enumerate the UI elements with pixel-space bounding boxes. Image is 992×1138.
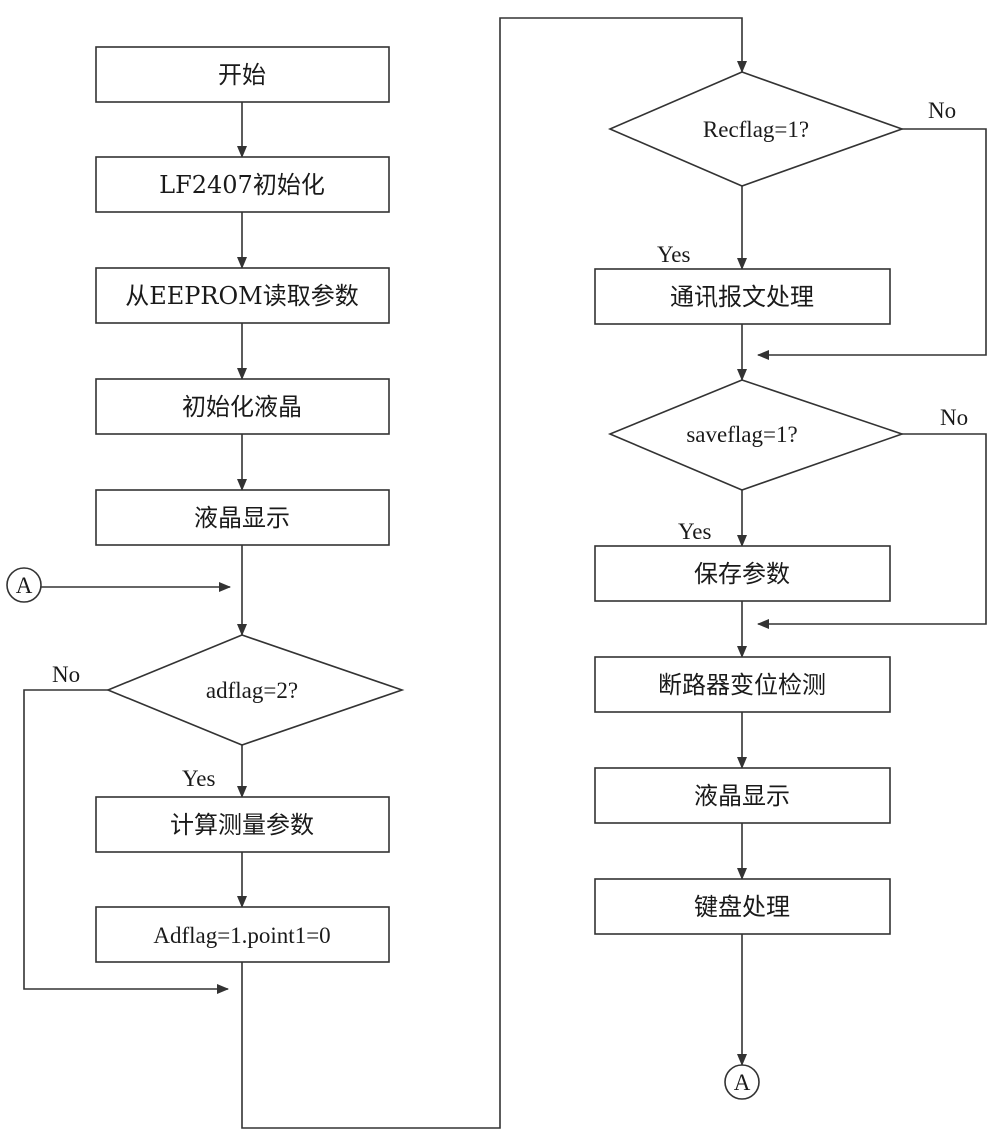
node-init-lf2407: LF2407初始化 [95,156,390,213]
node-save-params-label: 保存参数 [694,560,790,588]
node-lcd-display-2: 液晶显示 [594,767,891,824]
decision-adflag-label: adflag=2? [206,678,298,703]
node-reset-flags: Adflag=1.point1=0 [95,906,390,963]
node-comm-process-label: 通讯报文处理 [670,283,814,311]
arrow-adflag-no [23,689,229,994]
node-init-lf2407-label: LF2407初始化 [159,171,325,199]
recflag-no-label: No [928,98,956,123]
node-init-lcd-label: 初始化液晶 [182,393,302,421]
recflag-yes-label: Yes [657,242,691,267]
node-read-eeprom: 从EEPROM读取参数 [95,267,390,324]
connector-a-in: A [6,567,42,603]
node-calc-params: 计算测量参数 [95,796,390,853]
arrow-saveflag-no [757,433,987,629]
node-comm-process: 通讯报文处理 [594,268,891,325]
decision-saveflag: saveflag=1? [607,379,905,491]
node-init-lcd: 初始化液晶 [95,378,390,435]
node-keyboard-process: 键盘处理 [594,878,891,935]
decision-recflag-label: Recflag=1? [703,117,809,142]
decision-adflag: adflag=2? [105,634,405,746]
node-calc-params-label: 计算测量参数 [170,811,314,839]
node-read-eeprom-label: 从EEPROM读取参数 [125,282,359,310]
connector-a-out-label: A [734,1070,751,1095]
decision-recflag: Recflag=1? [607,71,905,187]
arrow-left-to-right-column [241,17,747,1129]
connector-a-out: A [724,1064,760,1100]
node-lcd-display-2-label: 液晶显示 [694,782,790,810]
node-lcd-display-1-label: 液晶显示 [194,504,290,532]
saveflag-no-label: No [940,405,968,430]
connector-a-in-label: A [16,573,33,598]
node-lcd-display-1: 液晶显示 [95,489,390,546]
node-breaker-detect: 断路器变位检测 [594,656,891,713]
adflag-yes-label: Yes [182,766,216,791]
node-keyboard-process-label: 键盘处理 [694,893,790,921]
node-start-label: 开始 [218,61,266,89]
node-save-params: 保存参数 [594,545,891,602]
node-start: 开始 [95,46,390,103]
adflag-no-label: No [52,662,80,687]
saveflag-yes-label: Yes [678,519,712,544]
node-reset-flags-label: Adflag=1.point1=0 [153,923,330,948]
node-breaker-detect-label: 断路器变位检测 [658,671,826,699]
decision-saveflag-label: saveflag=1? [686,422,797,447]
arrow-recflag-no [757,128,987,360]
